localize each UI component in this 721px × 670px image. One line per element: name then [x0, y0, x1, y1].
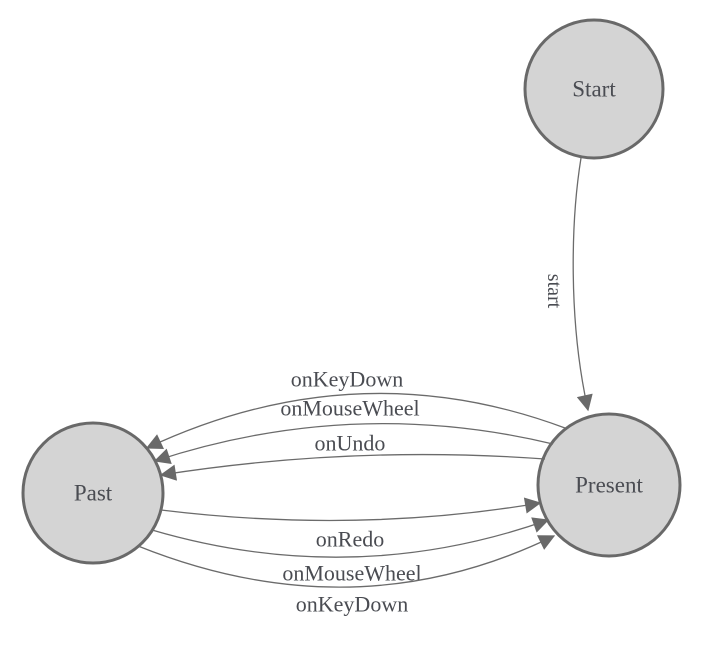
transition-label-past-to-present-onredo: onRedo	[316, 527, 384, 552]
state-node-start	[523, 18, 665, 160]
transition-edge-present-to-past-onkeydown	[145, 392, 566, 450]
state-node-past	[21, 421, 165, 565]
transition-label-past-to-present-onkeydown: onKeyDown	[296, 592, 408, 617]
transition-edge-past-to-present-onredo	[160, 497, 542, 522]
edges-layer: start onKeyDown onMouseWheel onUndo onRedo on…	[137, 157, 593, 617]
transition-label-present-to-past-onundo: onUndo	[315, 431, 386, 456]
transition-label-past-to-present-onmousewheel: onMouseWheel	[282, 561, 421, 586]
transition-label-start-to-present: start	[543, 274, 565, 309]
transition-label-present-to-past-onkeydown: onKeyDown	[291, 367, 403, 392]
transition-edge-start-to-present	[572, 157, 593, 412]
state-node-present	[536, 412, 682, 558]
state-node-label-past: Past	[74, 481, 113, 506]
transition-label-present-to-past-onmousewheel: onMouseWheel	[280, 396, 419, 421]
transition-edge-past-to-present-onmousewheel	[151, 517, 550, 558]
transition-edge-past-to-present-onkeydown	[137, 535, 556, 588]
transition-edge-present-to-past-onmousewheel	[153, 422, 554, 465]
transition-edge-present-to-past-onundo	[159, 453, 546, 481]
state-node-label-start: Start	[572, 77, 616, 102]
state-node-label-present: Present	[575, 473, 643, 498]
